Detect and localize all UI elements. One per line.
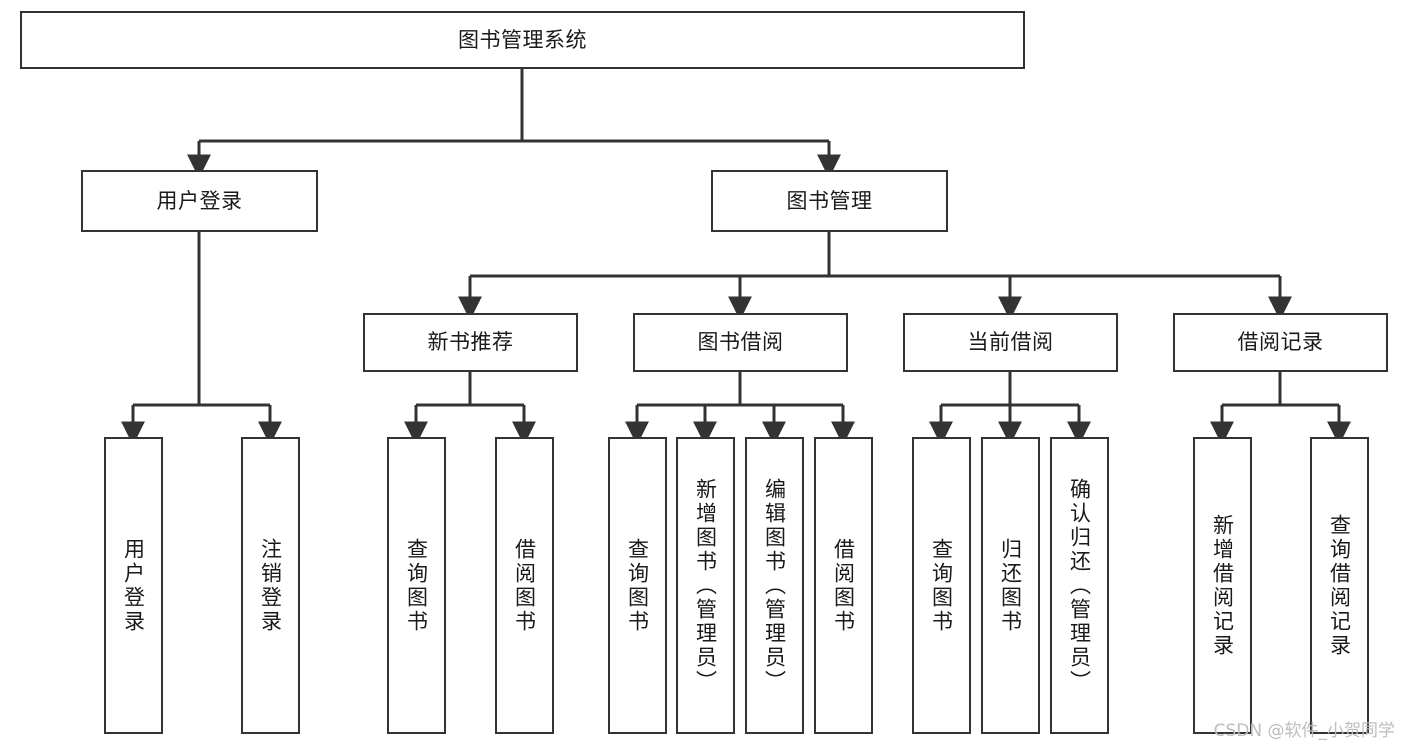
node-label: 图书管理 [786, 188, 873, 213]
node-leaf-borrow-book-borrow[interactable]: 借阅图书 [814, 437, 873, 734]
node-label: 查询图书 [404, 537, 429, 634]
node-leaf-query-book-rec[interactable]: 查询图书 [387, 437, 446, 734]
node-label: 借阅记录 [1237, 330, 1324, 355]
node-label: 查询图书 [929, 537, 954, 634]
node-new-book-recommendation[interactable]: 新书推荐 [363, 313, 578, 372]
node-label: 新书推荐 [427, 330, 514, 355]
node-root-book-management-system[interactable]: 图书管理系统 [20, 11, 1025, 69]
node-label: 当前借阅 [967, 330, 1054, 355]
node-label: 新增借阅记录 [1210, 513, 1235, 658]
node-label: 确认归还（管理员） [1067, 477, 1092, 694]
node-user-login[interactable]: 用户登录 [81, 170, 318, 232]
node-leaf-add-book-admin[interactable]: 新增图书（管理员） [676, 437, 735, 734]
node-label: 查询借阅记录 [1327, 513, 1352, 658]
node-book-borrowing[interactable]: 图书借阅 [633, 313, 848, 372]
node-leaf-query-borrow-record[interactable]: 查询借阅记录 [1310, 437, 1369, 734]
node-label: 图书借阅 [697, 330, 784, 355]
node-leaf-add-borrow-record[interactable]: 新增借阅记录 [1193, 437, 1252, 734]
node-label: 借阅图书 [512, 537, 537, 634]
node-label: 查询图书 [625, 537, 650, 634]
node-leaf-return-book[interactable]: 归还图书 [981, 437, 1040, 734]
node-leaf-edit-book-admin[interactable]: 编辑图书（管理员） [745, 437, 804, 734]
csdn-watermark: CSDN @软件_小贺同学 [1213, 721, 1395, 741]
node-label: 用户登录 [121, 537, 146, 634]
node-label: 用户登录 [156, 188, 243, 213]
node-label: 新增图书（管理员） [693, 477, 718, 694]
node-label: 借阅图书 [831, 537, 856, 634]
node-label: 归还图书 [998, 537, 1023, 634]
node-borrowing-record[interactable]: 借阅记录 [1173, 313, 1388, 372]
node-book-management[interactable]: 图书管理 [711, 170, 948, 232]
node-label: 注销登录 [258, 537, 283, 634]
node-leaf-query-book-current[interactable]: 查询图书 [912, 437, 971, 734]
node-label: 图书管理系统 [458, 27, 587, 52]
node-leaf-user-login[interactable]: 用户登录 [104, 437, 163, 734]
node-leaf-confirm-return-admin[interactable]: 确认归还（管理员） [1050, 437, 1109, 734]
node-leaf-query-book-borrow[interactable]: 查询图书 [608, 437, 667, 734]
node-label: 编辑图书（管理员） [762, 477, 787, 694]
node-leaf-user-logout[interactable]: 注销登录 [241, 437, 300, 734]
node-leaf-borrow-book-rec[interactable]: 借阅图书 [495, 437, 554, 734]
node-current-borrowing[interactable]: 当前借阅 [903, 313, 1118, 372]
